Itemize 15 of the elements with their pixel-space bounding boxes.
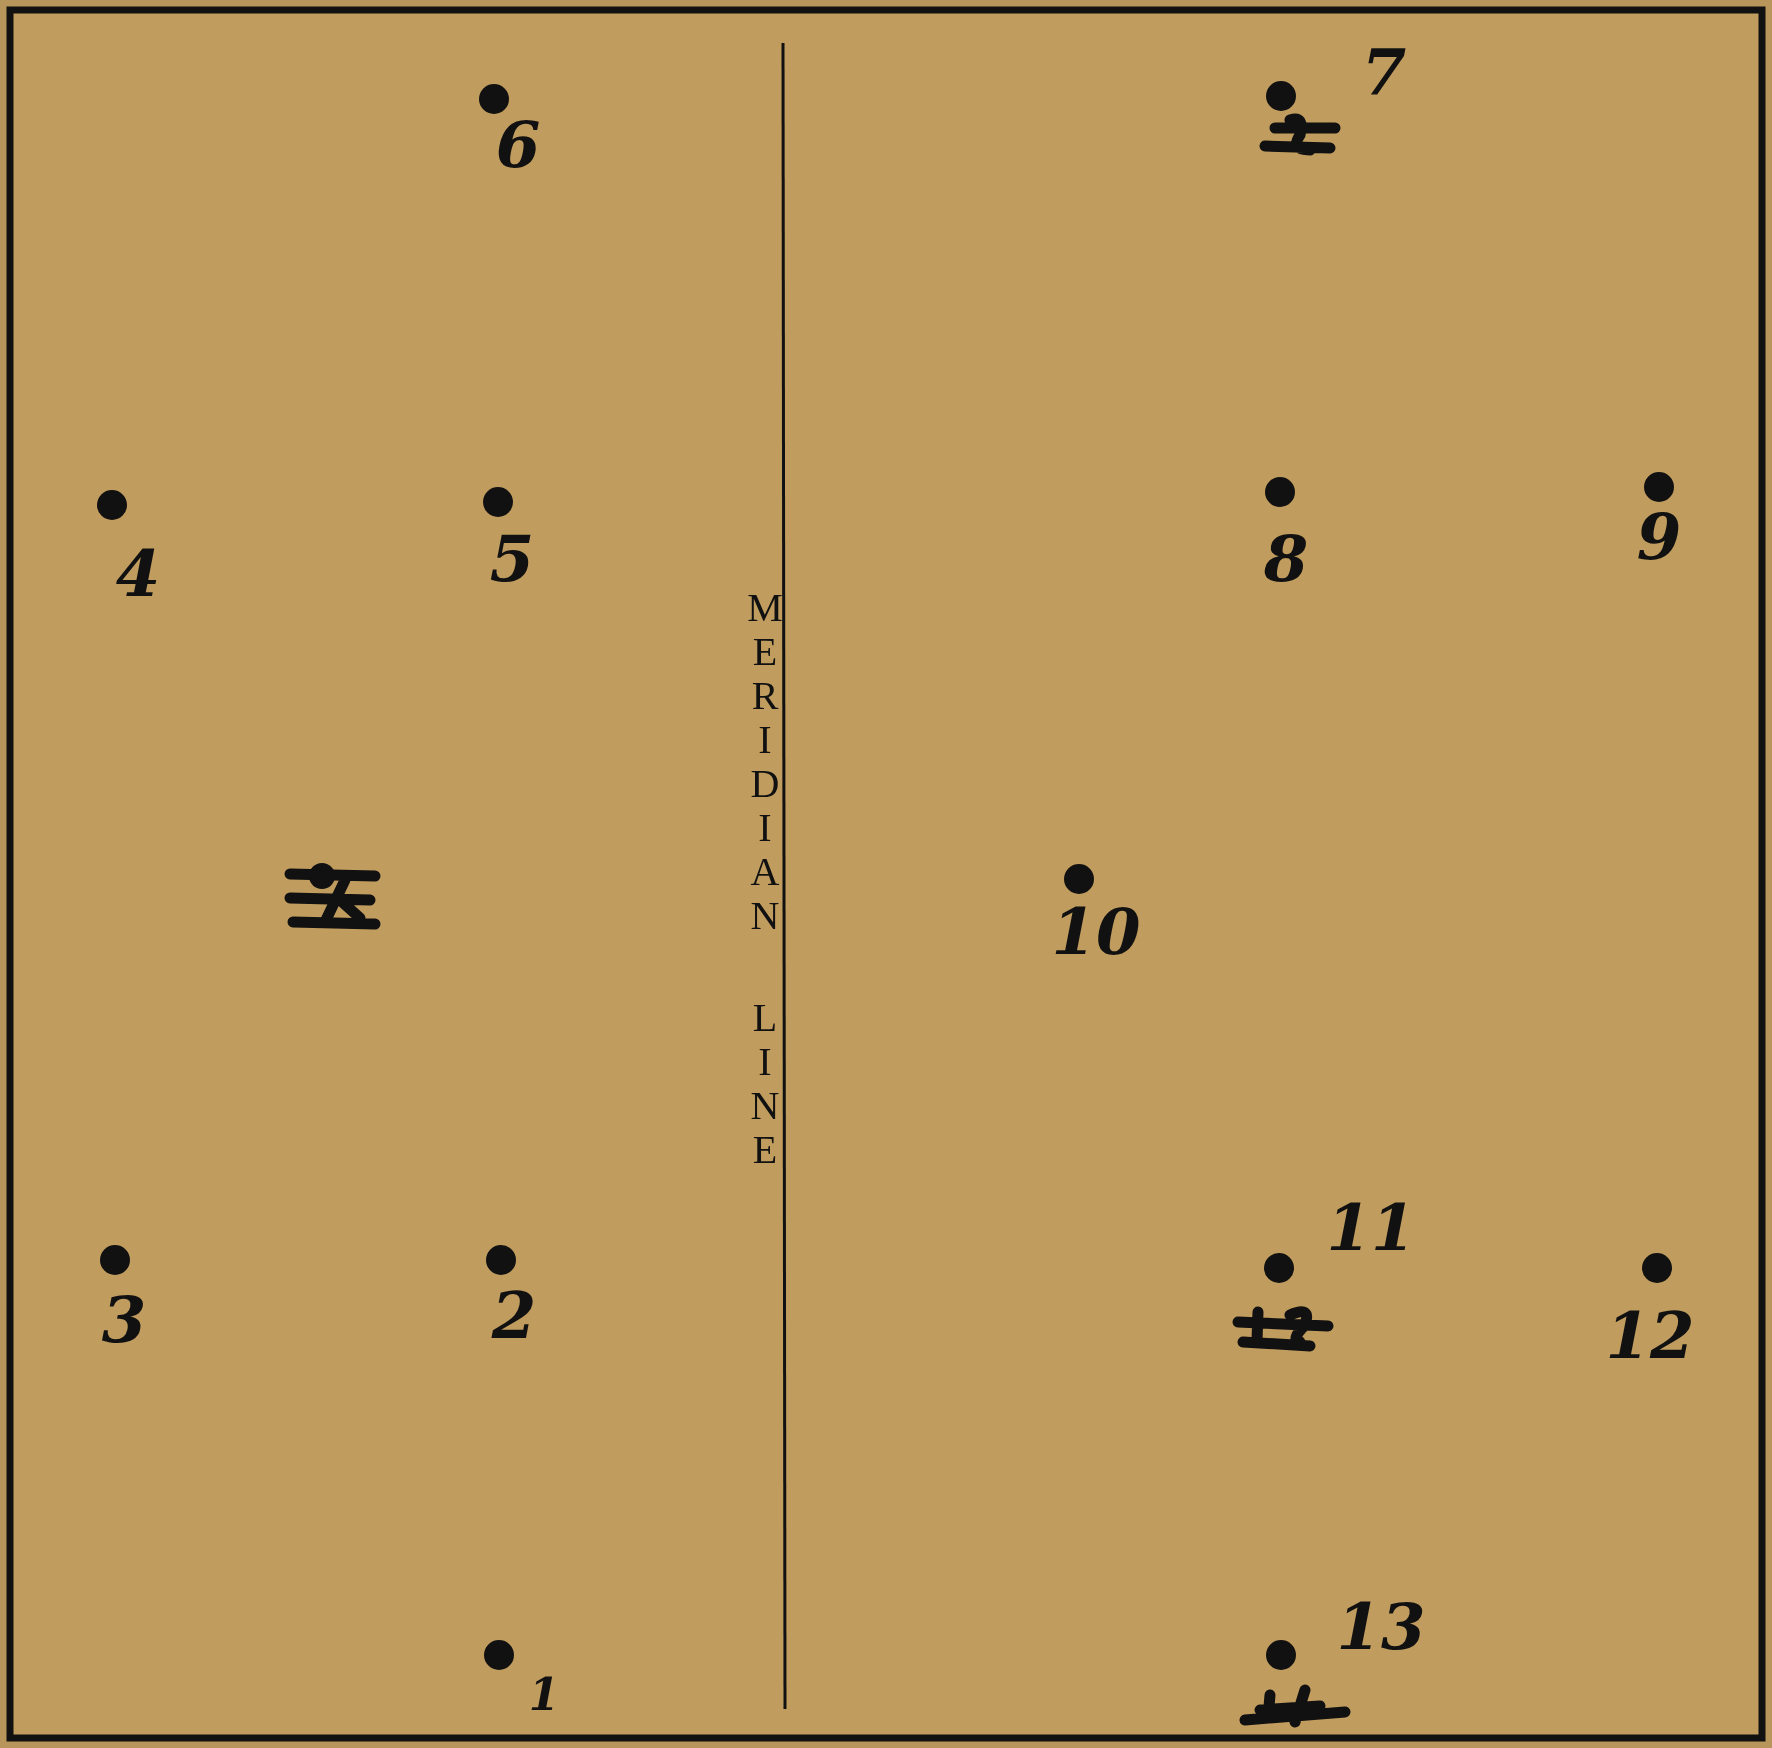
axis-label: LINE (750, 996, 780, 1172)
point-number: 11 (1326, 1196, 1416, 1260)
point-number: 13 (1336, 1595, 1426, 1659)
point-number: 9 (1636, 505, 1682, 569)
point-number: 6 (495, 113, 541, 177)
point-number: 10 (1051, 900, 1141, 964)
point-number: 5 (489, 527, 535, 591)
point-number: 1 (528, 1673, 560, 1717)
point-number: 3 (101, 1288, 147, 1352)
point-number: 2 (491, 1284, 537, 1348)
point-number: 8 (1263, 527, 1309, 591)
axis-label: MERIDIAN (747, 586, 783, 938)
point-number: 7 (1361, 41, 1407, 105)
point-number: 4 (115, 542, 161, 606)
point-number: 12 (1605, 1304, 1695, 1368)
